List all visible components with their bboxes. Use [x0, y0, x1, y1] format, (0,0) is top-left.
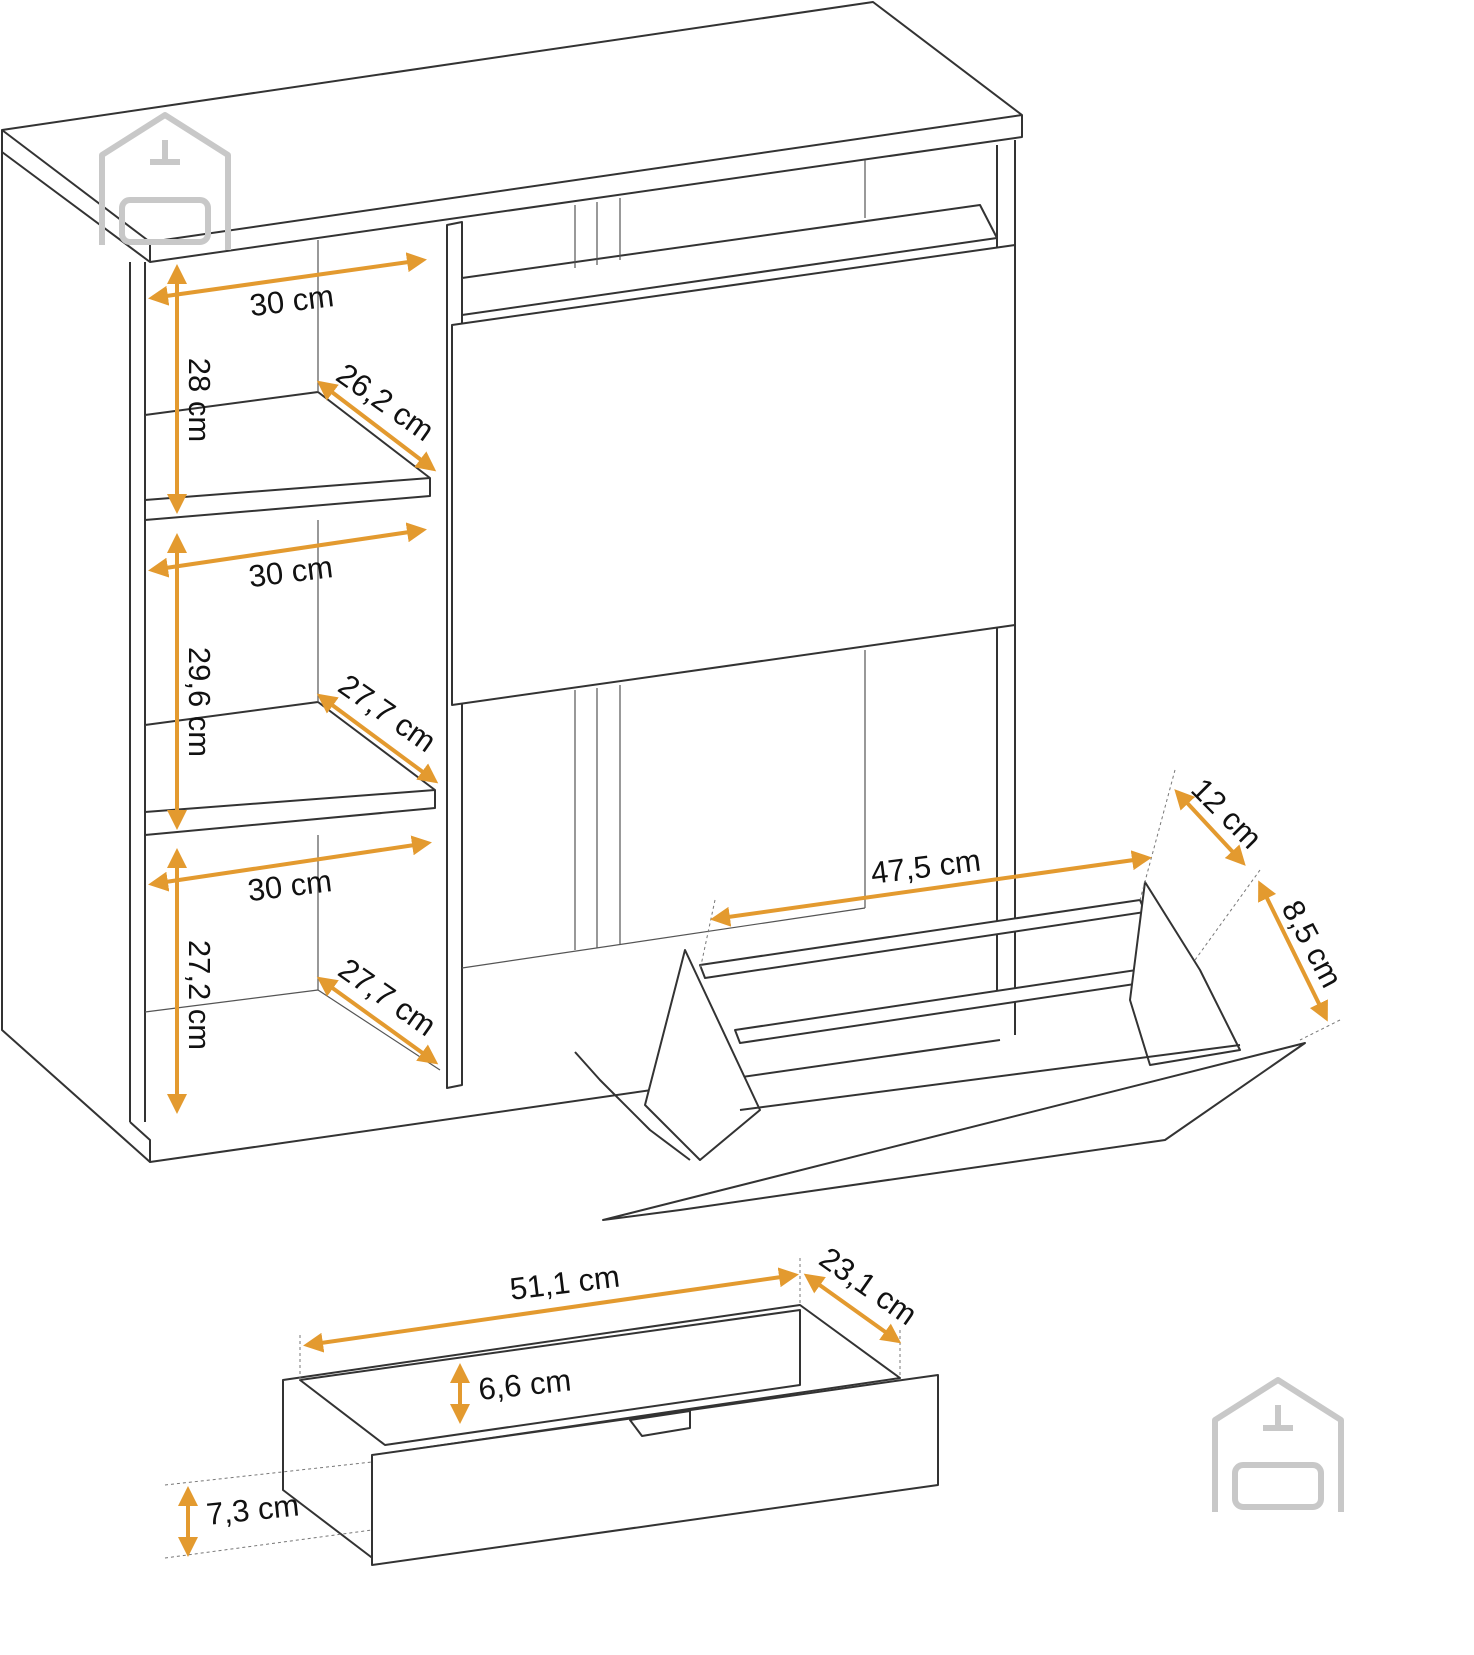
arrow-shelf3-depth: [316, 976, 439, 1065]
arrow-shelf3-width: [148, 835, 432, 892]
label-drawer-width: 51,1 cm: [508, 1259, 622, 1307]
arrow-shelf1-depth: [316, 380, 437, 472]
cabinet-body: [1, 1, 1023, 1163]
label-flap-depth-bottom: 8,5 cm: [1275, 895, 1350, 994]
dimension-arrows: [148, 252, 1328, 1557]
label-shelf2-height: 29,6 cm: [182, 647, 217, 757]
arrow-flap-width: [710, 850, 1152, 927]
arrow-shelf2-depth: [316, 693, 439, 784]
open-shoe-flap: [574, 769, 1341, 1221]
arrow-drawer-depth: [803, 1273, 902, 1344]
arrow-flap-depth-top: [1174, 789, 1246, 866]
arrow-flap-depth-bottom: [1258, 880, 1328, 1022]
arrow-shelf2-width: [148, 522, 427, 578]
house-sofa-watermark-icon: [99, 112, 231, 250]
arrow-drawer-width: [303, 1267, 799, 1353]
label-shelf1-height: 28 cm: [182, 358, 217, 442]
arrow-shelf1-width: [148, 252, 427, 306]
label-shelf3-height: 27,2 cm: [182, 940, 217, 1050]
house-sofa-watermark-icon: [1212, 1377, 1344, 1512]
label-drawer-front-height: 7,3 cm: [205, 1487, 301, 1532]
label-shelf1-width: 30 cm: [248, 278, 336, 323]
